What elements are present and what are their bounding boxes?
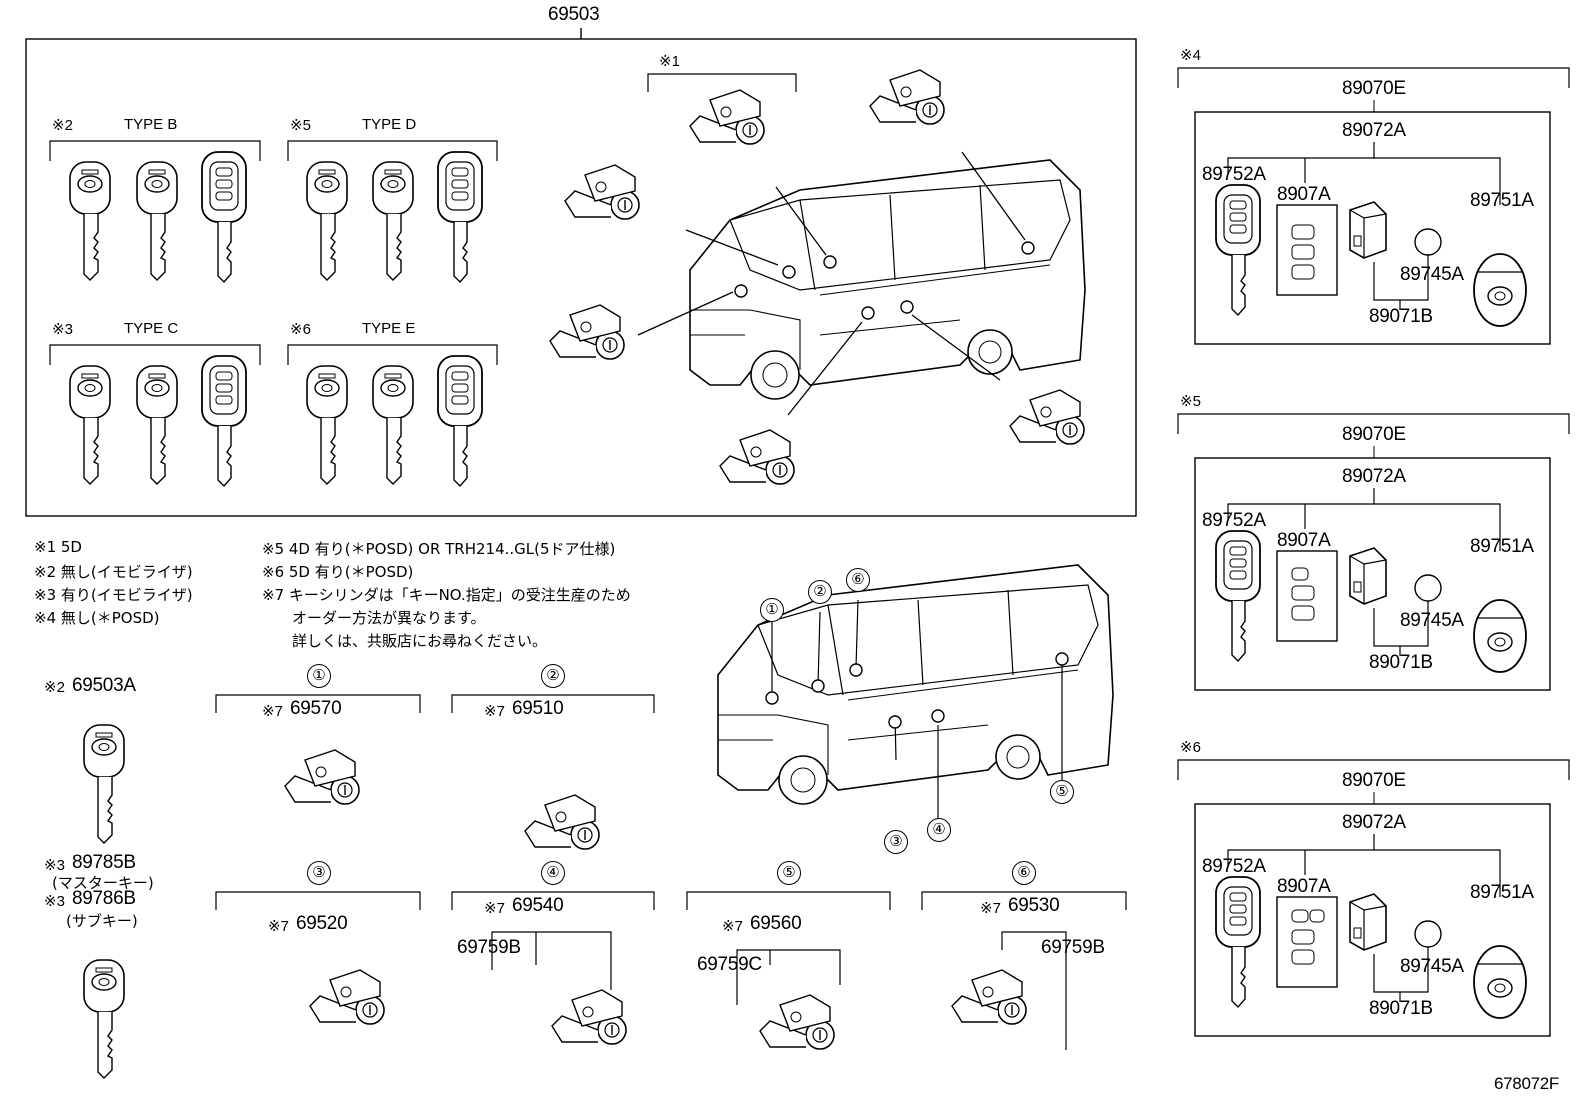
battery-part-number[interactable]: 89745A <box>1400 264 1464 285</box>
key-part-number[interactable]: 89752A <box>1202 510 1266 531</box>
cylinder-mark: ※7 <box>484 703 505 720</box>
group-type-label: TYPE B <box>124 116 178 133</box>
note-line: ※5 4D 有り(＊POSD) OR TRH214..GL(5ドア仕様) <box>262 540 616 558</box>
transmitter-mark: ※6 <box>1180 739 1201 756</box>
cylinder-mark: ※7 <box>262 703 283 720</box>
cylinder-mark: ※7 <box>722 918 743 935</box>
note-line: 詳しくは、共販店にお尋ねください。 <box>292 632 548 650</box>
group-type-label: TYPE C <box>124 320 179 337</box>
position-circle: ④ <box>541 861 565 885</box>
group-mark: ※6 <box>290 321 311 338</box>
case-part-number[interactable]: 89751A <box>1470 190 1534 211</box>
cylinder-part-number[interactable]: 69570 <box>290 698 342 719</box>
key-description: (マスターキー) <box>52 874 154 892</box>
assembly-part-number[interactable]: 69503 <box>548 4 600 25</box>
transmitter-assy-number[interactable]: 89070E <box>1342 78 1406 99</box>
group-mark: ※1 <box>659 53 680 70</box>
position-circle: ② <box>541 664 565 688</box>
cylinder-part-number[interactable]: 69540 <box>512 895 564 916</box>
key-mark: ※3 <box>44 857 65 874</box>
note-line: ※7 キーシリンダは「キーNO.指定」の受注生産のため <box>262 586 631 604</box>
key-part-number[interactable]: 89786B <box>72 888 136 909</box>
group-mark: ※2 <box>52 117 73 134</box>
group-type-label: TYPE E <box>362 320 416 337</box>
case-part-number[interactable]: 89751A <box>1470 882 1534 903</box>
cylinder-mark: ※7 <box>268 918 289 935</box>
note-line: ※1 5D <box>34 538 82 556</box>
van-marker: ⑥ <box>846 568 870 592</box>
transmitter-sub-number[interactable]: 89072A <box>1342 120 1406 141</box>
pad-part-number[interactable]: 8907A <box>1277 530 1331 551</box>
position-circle: ① <box>307 664 331 688</box>
sub-part-number[interactable]: 69759C <box>697 954 762 975</box>
key-mark: ※2 <box>44 679 65 696</box>
transmitter-mark: ※4 <box>1180 47 1201 64</box>
diagram-id: 678072F <box>1494 1074 1560 1093</box>
cylinder-part-number[interactable]: 69530 <box>1008 895 1060 916</box>
position-circle: ③ <box>307 861 331 885</box>
van-marker: ⑤ <box>1050 780 1074 804</box>
transmitter-mark: ※5 <box>1180 393 1201 410</box>
group-mark: ※3 <box>52 321 73 338</box>
cylinder-part-number[interactable]: 69560 <box>750 913 802 934</box>
pad-part-number[interactable]: 8907A <box>1277 184 1331 205</box>
cylinder-mark: ※7 <box>484 900 505 917</box>
note-line: ※6 5D 有り(＊POSD) <box>262 563 414 581</box>
position-circle: ⑤ <box>777 861 801 885</box>
group-mark: ※5 <box>290 117 311 134</box>
key-part-number[interactable]: 69503A <box>72 675 136 696</box>
transmitter-sub-number[interactable]: 89072A <box>1342 466 1406 487</box>
transmitter-assy-number[interactable]: 89070E <box>1342 770 1406 791</box>
van-marker: ② <box>808 580 832 604</box>
key-part-number[interactable]: 89752A <box>1202 856 1266 877</box>
group-type-label: TYPE D <box>362 116 417 133</box>
van-marker: ③ <box>884 830 908 854</box>
board-part-number[interactable]: 89071B <box>1369 652 1433 673</box>
transmitter-assy-number[interactable]: 89070E <box>1342 424 1406 445</box>
board-part-number[interactable]: 89071B <box>1369 306 1433 327</box>
van-marker: ① <box>760 598 784 622</box>
key-part-number[interactable]: 89752A <box>1202 164 1266 185</box>
key-part-number[interactable]: 89785B <box>72 852 136 873</box>
key-mark: ※3 <box>44 893 65 910</box>
van-marker: ④ <box>927 818 951 842</box>
position-circle: ⑥ <box>1012 861 1036 885</box>
case-part-number[interactable]: 89751A <box>1470 536 1534 557</box>
board-part-number[interactable]: 89071B <box>1369 998 1433 1019</box>
note-line: ※3 有り(イモビライザ) <box>34 586 193 604</box>
battery-part-number[interactable]: 89745A <box>1400 956 1464 977</box>
sub-part-number[interactable]: 69759B <box>457 937 521 958</box>
note-line: ※2 無し(イモビライザ) <box>34 563 193 581</box>
transmitter-sub-number[interactable]: 89072A <box>1342 812 1406 833</box>
battery-part-number[interactable]: 89745A <box>1400 610 1464 631</box>
note-line: ※4 無し(＊POSD) <box>34 609 160 627</box>
key-description: (サブキー) <box>66 912 138 930</box>
pad-part-number[interactable]: 8907A <box>1277 876 1331 897</box>
cylinder-part-number[interactable]: 69510 <box>512 698 564 719</box>
sub-part-number[interactable]: 69759B <box>1041 937 1105 958</box>
cylinder-part-number[interactable]: 69520 <box>296 913 348 934</box>
cylinder-mark: ※7 <box>980 900 1001 917</box>
note-line: オーダー方法が異なります。 <box>292 609 486 627</box>
